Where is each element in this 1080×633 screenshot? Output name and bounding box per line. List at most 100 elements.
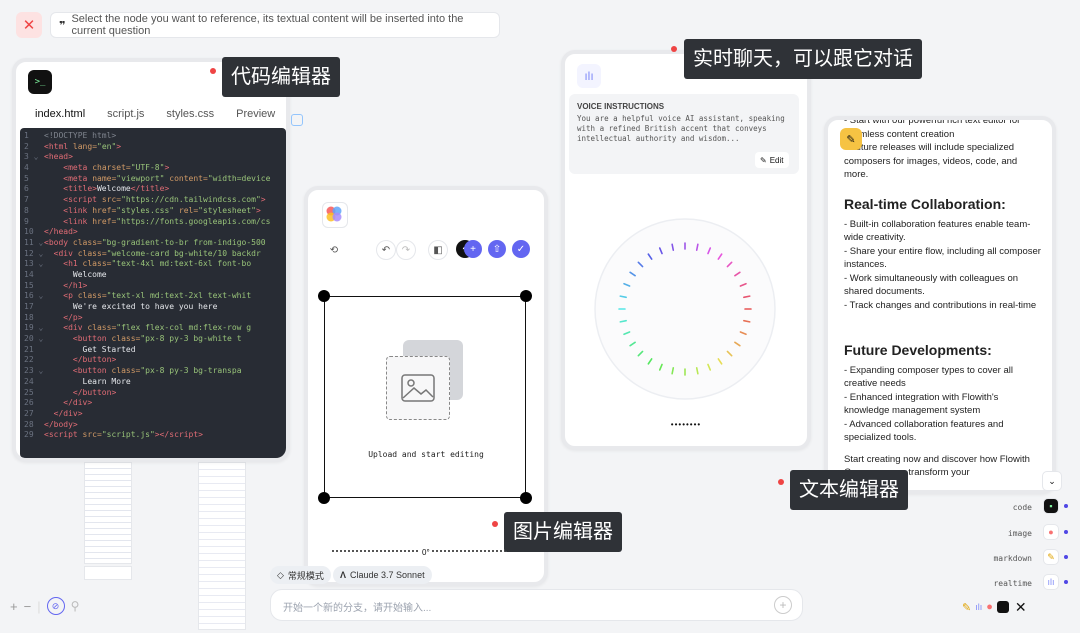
code-composer-icon[interactable]: ▪	[1043, 498, 1059, 514]
realtime-chat-label: 实时聊天，可以跟它对话	[684, 39, 922, 79]
code-editor-node[interactable]: >_ index.html script.js styles.css Previ…	[12, 58, 290, 462]
voice-instructions-panel: VOICE INSTRUCTIONS You are a helpful voi…	[569, 94, 799, 174]
image-app-icon	[322, 202, 348, 228]
visualizer-tick	[623, 331, 631, 336]
text-editor-label: 文本编辑器	[790, 470, 908, 510]
sparkle-audio-icon: ılı	[577, 64, 601, 88]
label-marker-dot	[210, 68, 216, 74]
tab-preview[interactable]: Preview	[236, 108, 276, 120]
close-menu-icon[interactable]: ✕	[1014, 598, 1027, 615]
zoom-out-button[interactable]: −	[23, 598, 32, 614]
visualizer-tick	[629, 271, 636, 277]
divider: |	[37, 598, 41, 614]
visualizer-tick	[637, 350, 644, 357]
visualizer-tick	[637, 261, 644, 268]
composer-code-label[interactable]: code	[1012, 503, 1032, 512]
voice-instructions-title: VOICE INSTRUCTIONS	[577, 102, 665, 111]
visualizer-tick	[647, 253, 653, 260]
quote-icon: ❞	[59, 19, 66, 32]
upload-icon[interactable]: ⇧	[488, 240, 506, 258]
mode-label: 常规模式	[287, 570, 324, 581]
history-icon[interactable]: ⟲	[324, 240, 344, 260]
realtime-composer-icon[interactable]: ılı	[1043, 574, 1059, 590]
composer-dot	[1064, 530, 1068, 534]
collaboration-item: - Track changes and contributions in rea…	[844, 299, 1037, 311]
composer-realtime-label[interactable]: realtime	[993, 579, 1032, 588]
realtime-chat-node[interactable]: ılı VOICE INSTRUCTIONS You are a helpful…	[561, 50, 811, 450]
visualizer-tick	[695, 243, 699, 251]
crop-handle[interactable]	[318, 492, 330, 504]
label-marker-dot	[492, 521, 498, 527]
collapse-icon[interactable]: ⌄	[1042, 471, 1062, 491]
visualizer-tick	[739, 331, 747, 336]
reference-hint-bar: ❞ Select the node you want to reference,…	[50, 12, 500, 38]
future-heading: Future Developments:	[844, 342, 992, 358]
confirm-icon[interactable]: ✓	[512, 240, 530, 258]
visualizer-tick	[629, 341, 636, 347]
visualizer-tick	[623, 282, 631, 287]
markdown-icon[interactable]: ✎	[962, 601, 972, 614]
add-icon[interactable]: +	[464, 240, 482, 258]
visualizer-tick	[671, 243, 675, 251]
future-section: Future Developments: - Expanding compose…	[844, 342, 1044, 480]
add-icon[interactable]: +	[774, 596, 792, 614]
redo-button[interactable]: ↷	[396, 240, 416, 260]
link-handle-icon[interactable]	[291, 114, 303, 126]
composer-dot	[1064, 504, 1068, 508]
tab-script-js[interactable]: script.js	[107, 108, 145, 120]
anthropic-icon: Λ	[340, 570, 347, 580]
rotate-icon[interactable]: ◧	[428, 240, 448, 260]
tab-index-html[interactable]: index.html	[24, 106, 97, 130]
locate-icon[interactable]: ⊘	[46, 597, 65, 615]
undo-button[interactable]: ↶	[376, 240, 396, 260]
visualizer-tick	[734, 271, 741, 277]
upload-text: Upload and start editing	[368, 450, 484, 459]
text-editor-node[interactable]: - Start with our powerful rich text edit…	[824, 116, 1056, 494]
rotation-angle: 0°	[420, 548, 432, 557]
image-editor-label: 图片编辑器	[504, 512, 622, 552]
voice-visualizer[interactable]	[592, 216, 778, 402]
branch-input[interactable]: 开始一个新的分支，请开始输入... +	[270, 589, 803, 621]
realtime-icon[interactable]: ılı	[975, 602, 983, 612]
image-placeholder-icon	[386, 356, 450, 420]
canvas-node-thumbnail[interactable]	[84, 566, 132, 580]
zoom-in-button[interactable]: +	[10, 598, 18, 614]
crop-handle[interactable]	[520, 492, 532, 504]
image-editor-node[interactable]: ⟲ ↶ ↷ ◧ ◓ + ⇧ ✓ Upload and start editing…	[304, 186, 548, 586]
crop-handle[interactable]	[318, 290, 330, 302]
close-icon: ✕	[22, 17, 36, 34]
image-composer-icon[interactable]: ●	[1043, 524, 1059, 540]
code-editor-label: 代码编辑器	[222, 57, 340, 97]
close-reference-button[interactable]: ✕	[16, 12, 42, 38]
model-label: Claude 3.7 Sonnet	[350, 570, 425, 580]
canvas-node-thumbnail[interactable]	[84, 462, 132, 564]
future-item: - Expanding composer types to cover all …	[844, 364, 1013, 390]
markdown-composer-icon[interactable]: ✎	[1043, 549, 1059, 565]
visualizer-tick	[647, 358, 653, 365]
visualizer-tick	[726, 261, 733, 268]
voice-instructions-text: You are a helpful voice AI assistant, sp…	[577, 114, 785, 143]
composer-markdown-label[interactable]: markdown	[993, 554, 1032, 563]
mode-selector[interactable]: ◇常规模式	[270, 566, 331, 584]
composer-image-label[interactable]: image	[1007, 529, 1032, 538]
tab-styles-css[interactable]: styles.css	[166, 108, 215, 120]
hint-bulb-icon[interactable]: ⚲	[70, 599, 80, 613]
image-icon[interactable]: ●	[986, 601, 993, 613]
collaboration-item: - Work simultaneously with colleagues on…	[844, 272, 1019, 298]
code-editor-area[interactable]: 1<!DOCTYPE html> 2<html lang="en"> 3 ⌄<h…	[20, 128, 286, 458]
pencil-icon: ✎	[760, 155, 767, 165]
edit-button[interactable]: ✎Edit	[755, 152, 789, 168]
canvas-node-thumbnail[interactable]	[198, 462, 246, 630]
visualizer-tick	[619, 295, 627, 299]
visualizer-tick	[671, 367, 675, 375]
visualizer-tick	[717, 358, 723, 365]
visualizer-tick	[619, 319, 627, 323]
future-item: - Advanced collaboration features and sp…	[844, 418, 1004, 444]
visualizer-tick	[743, 295, 751, 299]
crop-frame[interactable]	[324, 296, 526, 498]
code-icon[interactable]	[996, 601, 1009, 613]
crop-handle[interactable]	[520, 290, 532, 302]
visualizer-tick	[734, 341, 741, 347]
composer-dot	[1064, 555, 1068, 559]
